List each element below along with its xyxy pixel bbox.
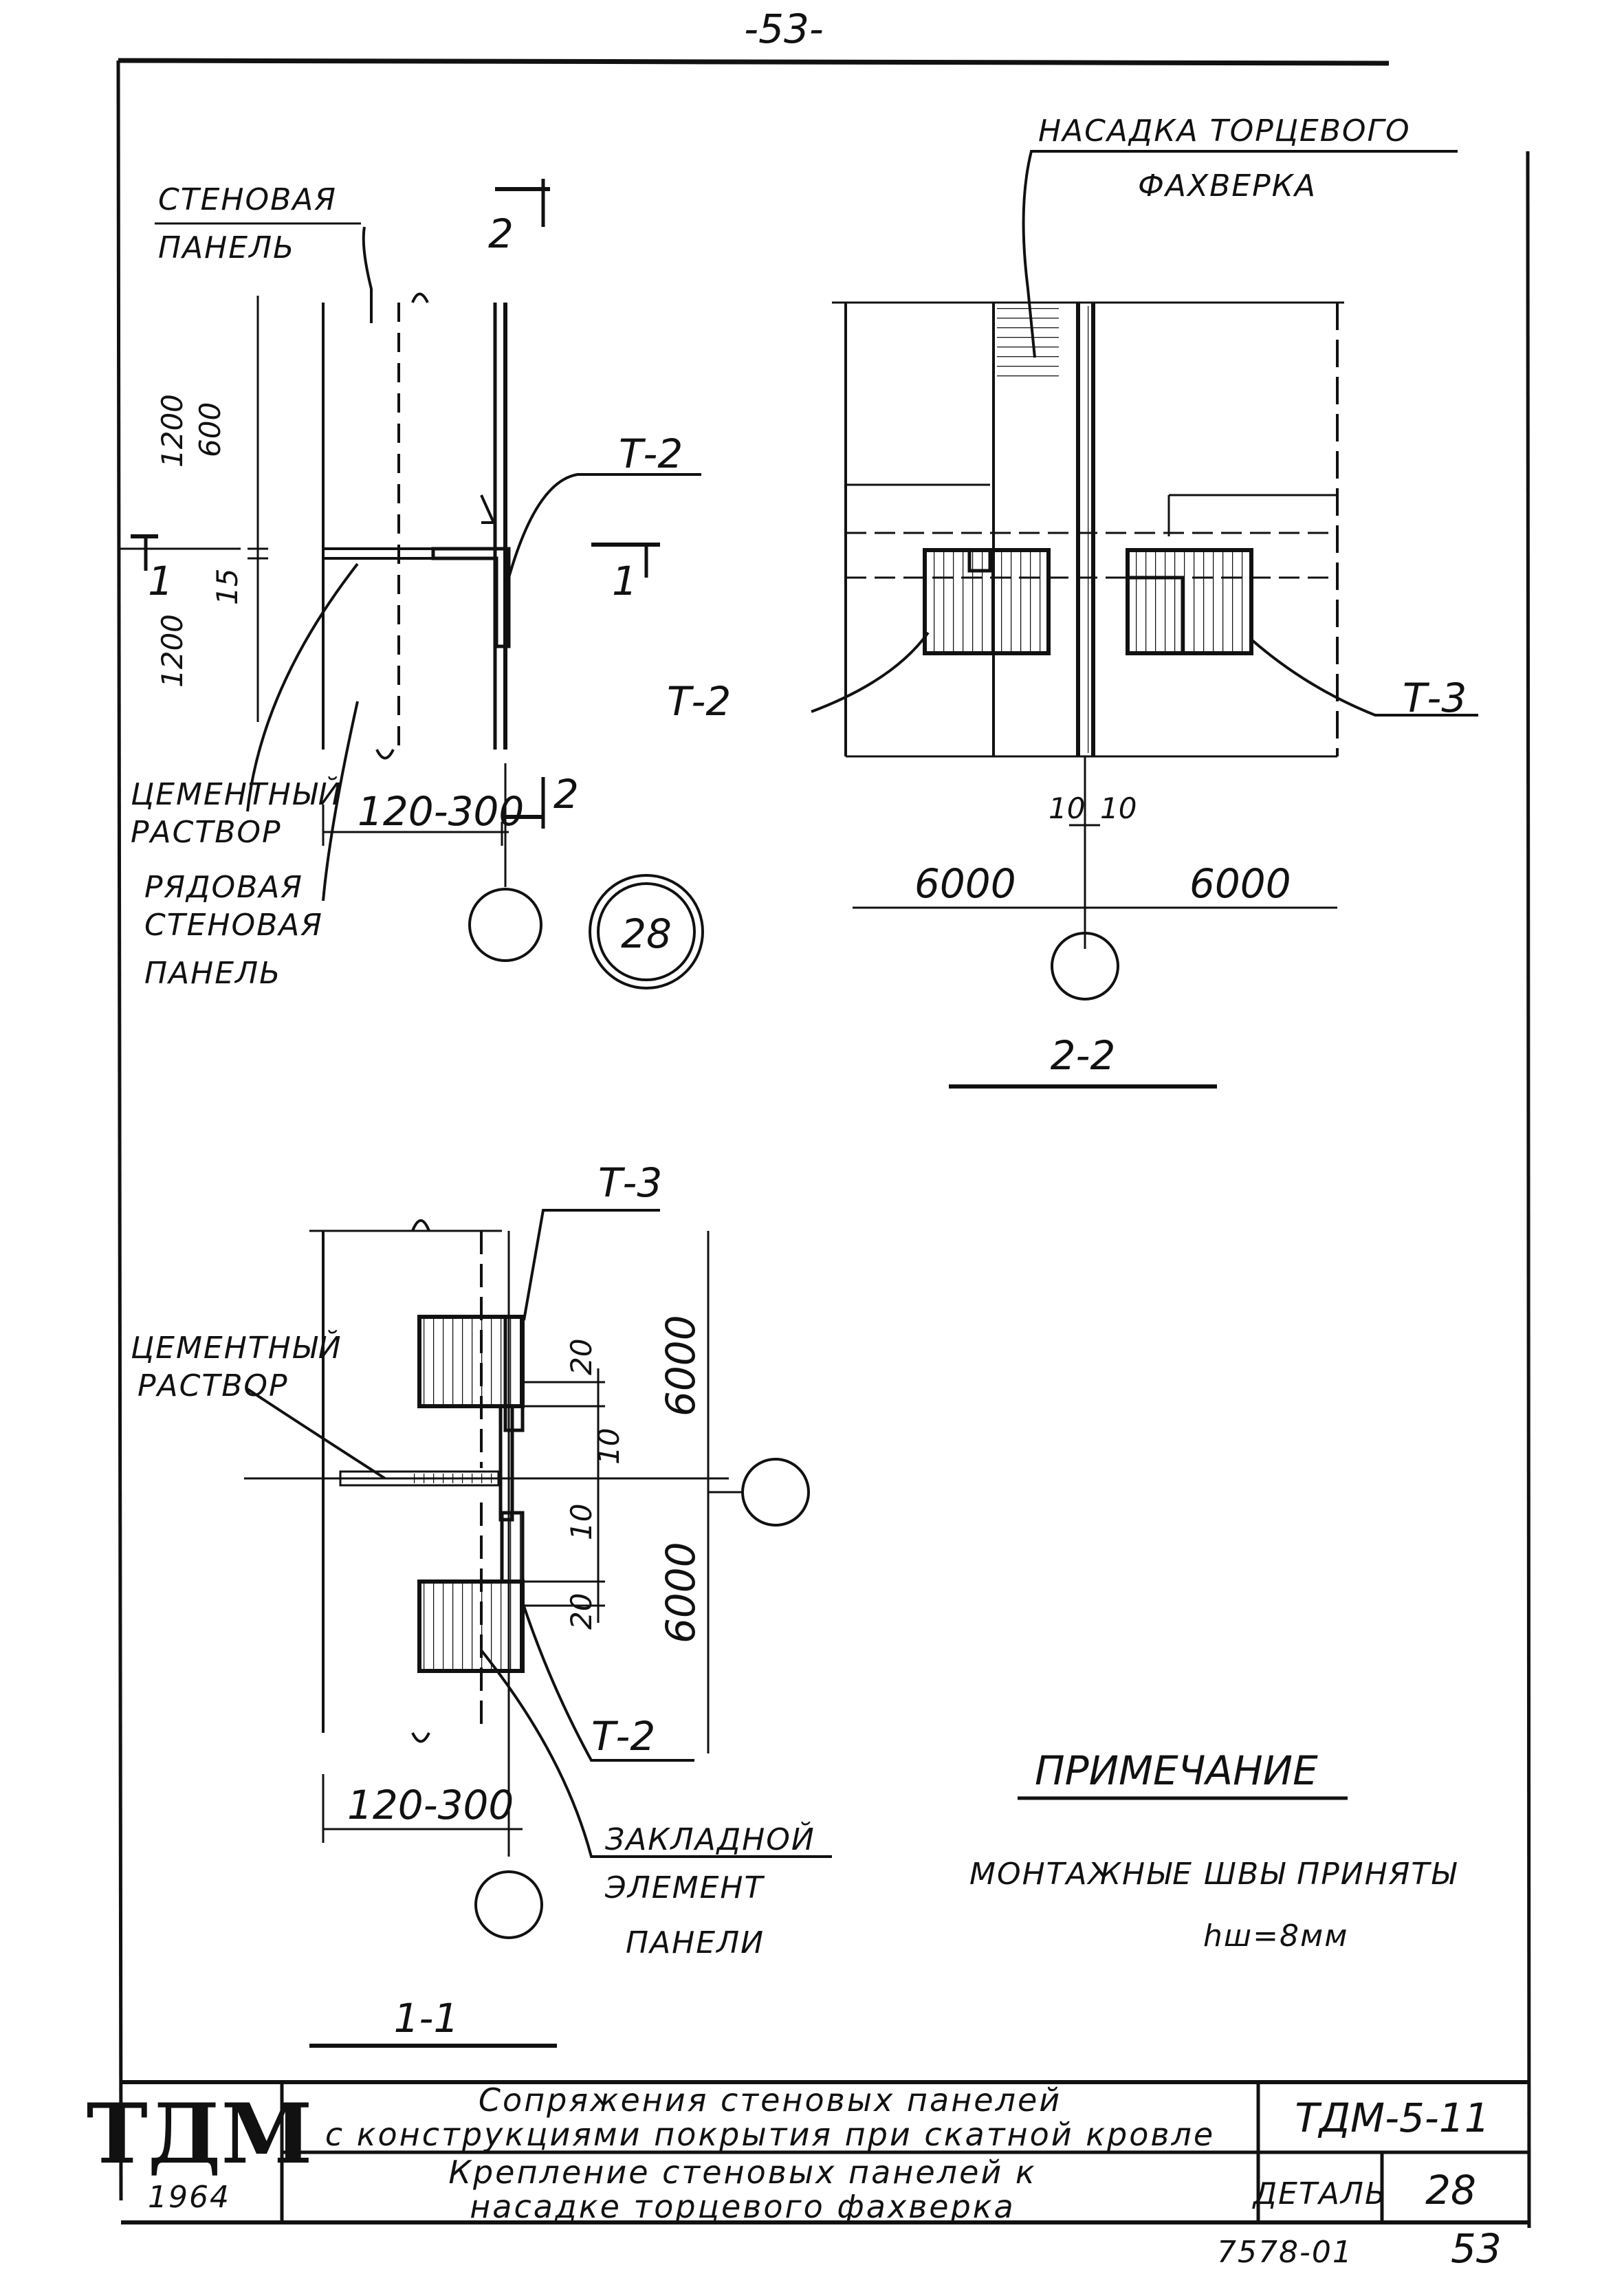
dim-6000-right: 6000 — [1189, 860, 1291, 907]
label-row-panel-1: РЯДОВАЯ — [144, 870, 303, 905]
label-t3-section11: Т-3 — [598, 1159, 662, 1206]
label-t2-detail: Т-2 — [619, 430, 683, 477]
dim-120-300-top: 120-300 — [358, 788, 524, 835]
label-embedded-1: ЗАКЛАДНОЙ — [605, 1821, 815, 1857]
subtitle-line-1: Крепление стеновых панелей к — [448, 2154, 1036, 2191]
dim-1200-upper: 1200 — [155, 394, 189, 468]
title-block — [280, 2082, 1528, 2222]
note-heading: ПРИМЕЧАНИЕ — [1035, 1747, 1318, 1794]
dim-120-300-bottom: 120-300 — [347, 1782, 514, 1828]
dim-6000-upper: 6000 — [657, 1315, 704, 1417]
dim-10-lower: 10 — [564, 1504, 598, 1540]
dim-6000-lower: 6000 — [657, 1542, 704, 1643]
label-cement-mortar-11-1: ЦЕМЕНТНЫЙ — [131, 1329, 342, 1366]
label-gable-top-2: ФАХВЕРКА — [1138, 168, 1317, 204]
section-1-1-view — [244, 1209, 832, 2048]
label-cement-mortar-2: РАСТВОР — [131, 815, 282, 850]
cut-mark-1-right: 1 — [612, 558, 637, 604]
page-number-top: -53- — [744, 6, 824, 52]
note-text: МОНТАЖНЫЕ ШВЫ ПРИНЯТЫ — [969, 1857, 1457, 1892]
dim-20-lower: 20 — [564, 1593, 598, 1630]
detail-circle-number: 28 — [621, 910, 672, 957]
label-wall-panel-2: ПАНЕЛЬ — [158, 230, 295, 265]
label-embedded-3: ПАНЕЛИ — [626, 1925, 765, 1960]
label-embedded-2: ЭЛЕМЕНТ — [604, 1870, 765, 1905]
title-block-year: 1964 — [148, 2180, 230, 2215]
label-cement-mortar-1: ЦЕМЕНТНЫЙ — [131, 776, 342, 812]
dim-15: 15 — [210, 569, 244, 605]
dim-10-upper: 10 — [592, 1428, 626, 1465]
detail-number: 28 — [1425, 2167, 1476, 2213]
label-cement-mortar-11-2: РАСТВОР — [138, 1368, 289, 1403]
dim-20-upper: 20 — [564, 1339, 598, 1375]
subtitle-line-2: насадке торцевого фахверка — [470, 2188, 1016, 2225]
sheet-number: 53 — [1451, 2225, 1502, 2272]
cut-mark-2-bottom: 2 — [553, 771, 579, 818]
drawing-frame — [116, 58, 1531, 2229]
dim-1200-lower: 1200 — [155, 614, 189, 688]
title-block-org: ТДМ — [87, 2086, 313, 2183]
label-t2-section22: Т-2 — [667, 678, 731, 725]
label-t2-section11: Т-2 — [591, 1713, 655, 1760]
section-title-2-2: 2-2 — [1051, 1032, 1116, 1079]
dim-600: 600 — [193, 402, 227, 457]
series-code: ТДМ-5-11 — [1295, 2095, 1489, 2141]
dim-6000-left: 6000 — [914, 860, 1016, 907]
note-weld: hш=8мм — [1203, 1918, 1348, 1954]
label-t3-section22: Т-3 — [1403, 675, 1467, 721]
label-gable-top-1: НАСАДКА ТОРЦЕВОГО — [1038, 113, 1411, 149]
detail-28-view — [120, 179, 704, 990]
cut-mark-2-top: 2 — [488, 210, 514, 257]
label-row-panel-2: СТЕНОВАЯ — [144, 908, 323, 943]
title-line-1: Сопряжения стеновых панелей — [479, 2081, 1062, 2119]
label-wall-panel-1: СТЕНОВАЯ — [158, 182, 337, 217]
cut-mark-1-left: 1 — [148, 558, 173, 604]
section-2-2-view — [811, 150, 1478, 1089]
sheet-code: 7578-01 — [1217, 2235, 1353, 2270]
detail-label: ДЕТАЛЬ — [1252, 2176, 1387, 2211]
label-row-panel-3: ПАНЕЛЬ — [144, 956, 281, 991]
dim-10-left: 10 — [1049, 791, 1085, 825]
dim-10-right: 10 — [1100, 791, 1137, 825]
section-title-1-1: 1-1 — [394, 1995, 459, 2042]
title-line-2: с конструкциями покрытия при скатной кро… — [325, 2116, 1215, 2153]
